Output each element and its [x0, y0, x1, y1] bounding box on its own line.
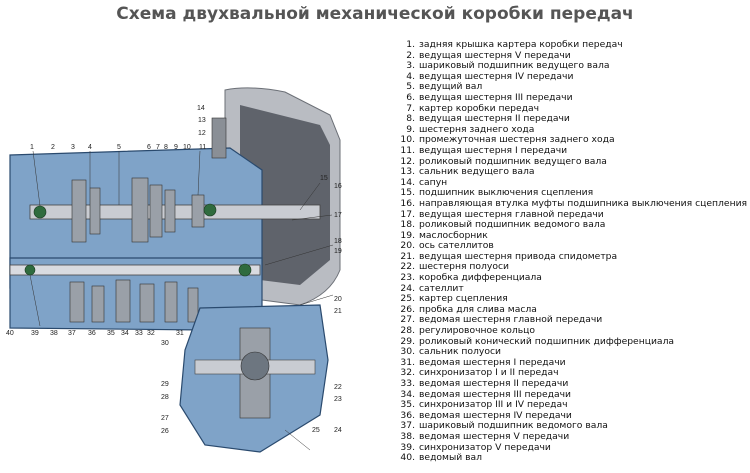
legend-item: 22.шестерня полуоси	[400, 261, 509, 273]
gearbox-cross-section: 1 2 3 4 5 6 7 8 9 10 11 12 13 14 15 16 1…	[6, 87, 342, 453]
legend-item: 9.шестерня заднего хода	[406, 123, 535, 135]
legend-item: 34.ведомая шестерня III передачи	[400, 388, 572, 400]
callout-27: 27	[161, 415, 169, 422]
legend-item: 5.ведущий вал	[406, 81, 483, 93]
callout-26: 26	[161, 428, 169, 435]
legend-item: 32.синхронизатор I и II передач	[400, 367, 559, 379]
breather	[211, 117, 227, 159]
callout-31: 31	[176, 330, 184, 337]
legend-item: 1.задняя крышка картера коробки передач	[406, 39, 623, 50]
legend-item: 33.ведомая шестерня II передачи	[400, 378, 569, 389]
legend-item: 6.ведущая шестерня III передачи	[406, 91, 573, 103]
callout-30: 30	[161, 340, 169, 347]
legend-item: 13.сальник ведущего вала	[400, 166, 535, 178]
callout-numbers: 1 2 3 4 5 6 7 8 9 10 11 12 13 14 15 16 1…	[6, 105, 342, 435]
callout-36: 36	[88, 330, 96, 337]
legend-item: 3.шариковый подшипник ведущего вала	[406, 60, 610, 72]
legend-item: 36.ведомая шестерня IV передачи	[400, 409, 572, 421]
legend-item: 26.пробка для слива масла	[400, 303, 537, 315]
callout-13: 13	[198, 117, 206, 124]
legend-item: 18.роликовый подшипник ведомого вала	[400, 219, 606, 231]
legend-item: 11.ведущая шестерня I передачи	[400, 144, 568, 156]
callout-25: 25	[312, 427, 320, 434]
callout-20: 20	[334, 296, 342, 303]
callout-12: 12	[198, 130, 206, 137]
parts-legend: 1.задняя крышка картера коробки передач …	[397, 39, 749, 464]
callout-37: 37	[68, 330, 76, 337]
callout-23: 23	[334, 396, 342, 403]
callout-4: 4	[88, 144, 92, 151]
legend-item: 17.ведущая шестерня главной передачи	[400, 208, 604, 220]
callout-8: 8	[164, 144, 168, 151]
callout-9: 9	[174, 144, 178, 151]
callout-21: 21	[334, 308, 342, 315]
legend-item: 7.картер коробки передач	[406, 102, 540, 114]
callout-2: 2	[51, 144, 55, 151]
legend-item: 31.ведомая шестерня I передачи	[400, 356, 566, 368]
callout-6: 6	[147, 144, 151, 151]
callout-38: 38	[50, 330, 58, 337]
legend-item: 15.подшипник выключения сцепления	[400, 187, 594, 199]
diagram-title: Схема двухвальной механической коробки п…	[116, 4, 634, 24]
legend-item: 21.ведущая шестерня привода спидометра	[400, 250, 618, 262]
legend-item: 35.синхронизатор III и IV передач	[400, 399, 568, 411]
callout-1: 1	[30, 144, 34, 151]
callout-15: 15	[320, 175, 328, 182]
legend-item: 30.сальник полуоси	[400, 346, 501, 358]
callout-29: 29	[161, 381, 169, 388]
upper-gears	[71, 177, 205, 243]
callout-19: 19	[334, 248, 342, 255]
callout-28: 28	[161, 394, 169, 401]
legend-item: 19.маслосборник	[400, 229, 488, 241]
legend-item: 39.синхронизатор V передачи	[400, 441, 551, 453]
callout-33: 33	[135, 330, 143, 337]
legend-item: 28.регулировочное кольцо	[400, 325, 536, 337]
output-shaft	[9, 264, 261, 276]
legend-item: 10.промежуточная шестерня заднего хода	[400, 134, 615, 146]
callout-32: 32	[147, 330, 155, 337]
callout-10: 10	[183, 144, 191, 151]
legend-item: 37.шариковый подшипник ведомого вала	[400, 420, 608, 432]
callout-16: 16	[334, 183, 342, 190]
differential	[179, 304, 329, 453]
callout-24: 24	[334, 427, 342, 434]
callout-39: 39	[31, 330, 39, 337]
callout-34: 34	[121, 330, 129, 337]
callout-22: 22	[334, 384, 342, 391]
lower-gears	[69, 279, 199, 323]
legend-item: 40.ведомый вал	[400, 452, 483, 464]
callout-3: 3	[71, 144, 75, 151]
callout-11: 11	[199, 144, 206, 151]
legend-item: 27.ведомая шестерня главной передачи	[400, 314, 603, 326]
legend-item: 12.роликовый подшипник ведущего вала	[400, 155, 607, 167]
callout-5: 5	[117, 144, 121, 151]
callout-18: 18	[334, 238, 342, 245]
legend-item: 23.коробка дифференциала	[400, 272, 542, 284]
legend-item: 25.картер сцепления	[400, 293, 508, 305]
legend-item: 24.сателлит	[400, 282, 464, 294]
callout-17: 17	[334, 212, 342, 219]
legend-item: 29.роликовый конический подшипник диффер…	[400, 335, 675, 347]
legend-item: 38.ведомая шестерня V передачи	[400, 430, 570, 442]
callout-7: 7	[156, 144, 160, 151]
legend-item: 4.ведущая шестерня IV передачи	[406, 70, 574, 82]
legend-item: 20.ось сателлитов	[400, 240, 494, 252]
callout-35: 35	[107, 330, 115, 337]
legend-item: 14.сапун	[400, 176, 448, 188]
callout-14: 14	[197, 105, 205, 112]
callout-40: 40	[6, 330, 14, 337]
legend-item: 2.ведущая шестерня V передачи	[406, 49, 571, 61]
bearings	[24, 203, 252, 277]
legend-item: 16.направляющая втулка муфты подшипника …	[400, 197, 748, 209]
legend-item: 8.ведущая шестерня II передачи	[406, 113, 570, 125]
